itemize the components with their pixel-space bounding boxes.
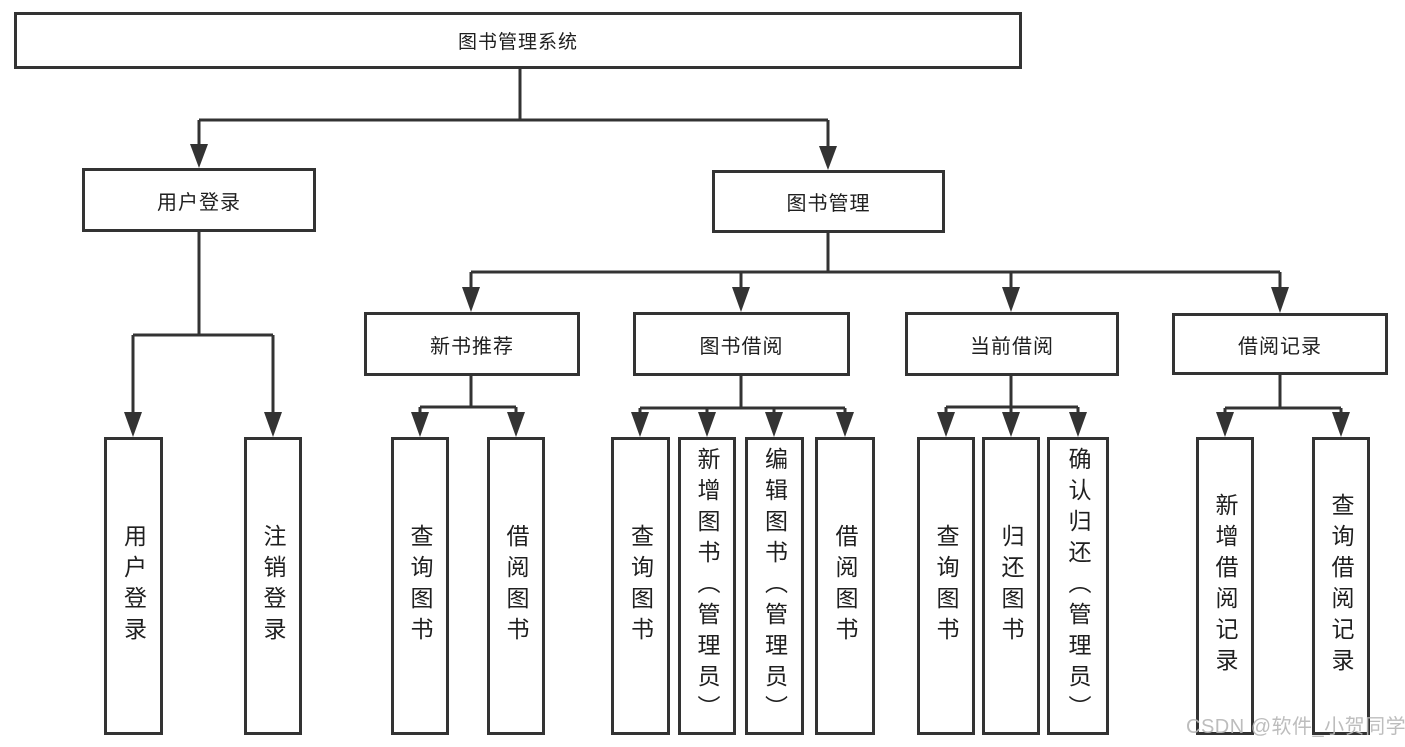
leaf-newbook-borrow: 借阅图书 [487, 437, 545, 735]
leaf-user-login: 用户登录 [104, 437, 163, 735]
leaf-logout: 注销登录 [244, 437, 302, 735]
leaf-record-add: 新增借阅记录 [1196, 437, 1254, 735]
leaf-current-confirm-admin: 确认归还（管理员） [1047, 437, 1109, 735]
leaf-borrow-borrow: 借阅图书 [815, 437, 875, 735]
node-new-book-recommend: 新书推荐 [364, 312, 580, 376]
leaf-record-query: 查询借阅记录 [1312, 437, 1370, 735]
node-user-login: 用户登录 [82, 168, 316, 232]
node-current-borrow: 当前借阅 [905, 312, 1119, 376]
leaf-borrow-edit-admin: 编辑图书（管理员） [745, 437, 804, 735]
node-book-management: 图书管理 [712, 170, 945, 233]
leaf-borrow-add-admin: 新增图书（管理员） [678, 437, 736, 735]
leaf-borrow-query: 查询图书 [611, 437, 670, 735]
leaf-current-return: 归还图书 [982, 437, 1040, 735]
leaf-current-query: 查询图书 [917, 437, 975, 735]
node-root: 图书管理系统 [14, 12, 1022, 69]
csdn-watermark: CSDN @软件_小贺同学 [1186, 716, 1405, 738]
leaf-newbook-query: 查询图书 [391, 437, 449, 735]
node-borrow-record: 借阅记录 [1172, 313, 1388, 375]
node-book-borrow: 图书借阅 [633, 312, 850, 376]
